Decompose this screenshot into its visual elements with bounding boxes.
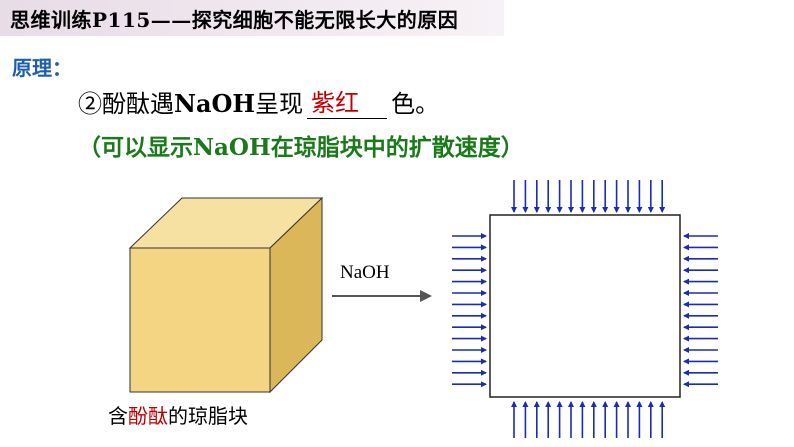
agar-block-square xyxy=(489,214,681,398)
answer-text: 紫红 xyxy=(311,89,360,117)
statement-line: ②酚酞遇NaOH呈现紫红 色。 xyxy=(78,84,439,119)
statement-suffix: 色。 xyxy=(391,90,440,118)
caption-highlight: 酚酞 xyxy=(128,404,168,428)
principle-label: 原理： xyxy=(12,56,72,80)
cube-caption: 含酚酞的琼脂块 xyxy=(108,400,248,429)
statement-naoh: NaOH xyxy=(174,89,256,118)
title-bar: 思维训练P115——探究细胞不能无限长大的原因 xyxy=(0,0,504,36)
diffusion-note: （可以显示NaOH在琼脂块中的扩散速度） xyxy=(78,134,524,161)
slide-title: 思维训练P115——探究细胞不能无限长大的原因 xyxy=(10,8,459,32)
answer-blank: 紫红 xyxy=(307,88,388,119)
caption-part1: 含 xyxy=(108,404,128,428)
statement-middle: 呈现 xyxy=(255,90,304,118)
naoh-arrow-label: NaOH xyxy=(340,262,390,283)
statement-prefix: ②酚酞遇 xyxy=(78,90,174,118)
cube-front-face xyxy=(129,247,271,393)
naoh-arrowhead xyxy=(420,290,432,302)
diffusion-arrows xyxy=(452,180,718,438)
caption-part2: 的琼脂块 xyxy=(168,404,248,428)
